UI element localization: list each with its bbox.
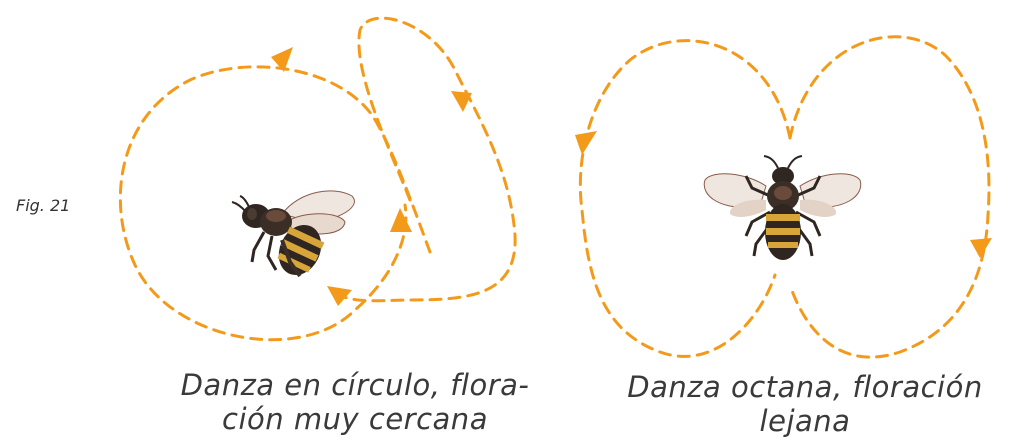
caption-line: Danza octana, floración — [605, 370, 1005, 404]
circle-dance-caption: Danza en círculo, flora- ción muy cercan… — [145, 368, 565, 436]
arrow-icon — [327, 286, 352, 306]
octane-dance-caption: Danza octana, floración lejana — [605, 370, 1005, 438]
arrow-icon — [390, 208, 412, 232]
arrow-icon — [575, 131, 597, 155]
arrow-icon — [451, 91, 472, 112]
bee-top-view — [704, 156, 861, 260]
circle-dance-path — [120, 18, 515, 340]
arrow-icon — [970, 238, 992, 258]
caption-line: ción muy cercana — [145, 402, 565, 436]
bee-side-view — [232, 191, 354, 282]
caption-line: Danza en círculo, flora- — [145, 368, 565, 402]
arrow-icon — [271, 47, 293, 72]
caption-line: lejana — [605, 404, 1005, 438]
